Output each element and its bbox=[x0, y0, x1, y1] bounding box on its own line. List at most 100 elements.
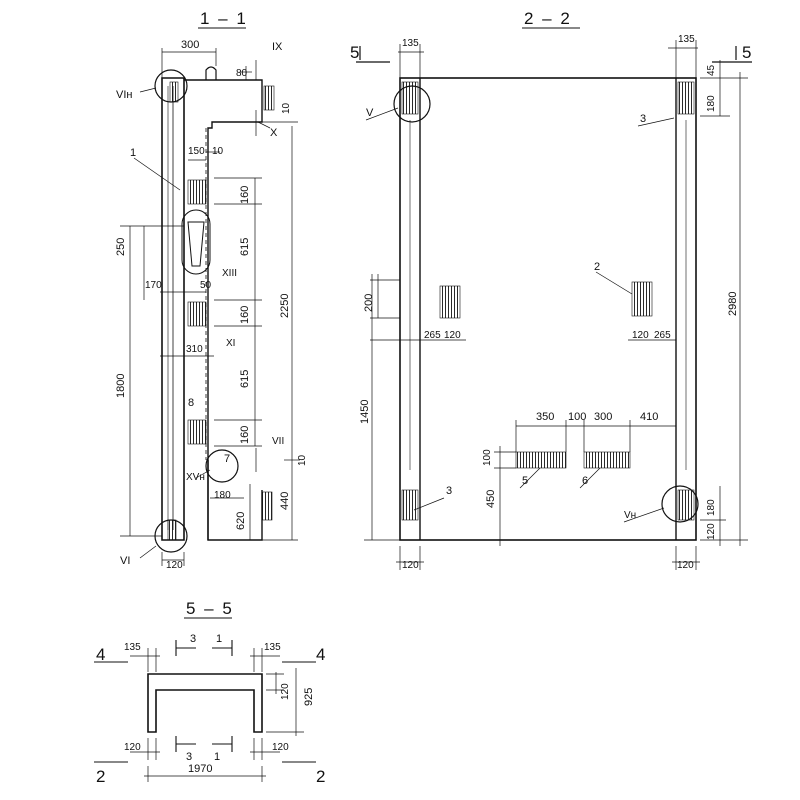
dim-100-vert: 100 bbox=[482, 449, 493, 466]
panel-outline-5-5 bbox=[147, 673, 263, 733]
dim-200: 200 bbox=[363, 294, 375, 312]
dim-410: 410 bbox=[640, 411, 658, 423]
label-3-bottom: 3 bbox=[446, 485, 452, 497]
dim-135-right: 135 bbox=[678, 34, 695, 45]
cut-5-left: 5 bbox=[350, 43, 361, 62]
embedded-plate bbox=[439, 285, 461, 319]
dim-45: 45 bbox=[706, 64, 717, 76]
panel-outline-2-2 bbox=[399, 77, 697, 541]
dim-160-c: 160 bbox=[239, 426, 251, 444]
dim-180: 180 bbox=[214, 490, 231, 501]
section-5-5-title: 5 – 5 bbox=[186, 599, 234, 618]
dim-615-b: 615 bbox=[239, 370, 251, 388]
detail-circle-7 bbox=[205, 449, 239, 483]
embedded-plate bbox=[187, 301, 207, 327]
dim-615-a: 615 bbox=[239, 238, 251, 256]
label-ix: IX bbox=[272, 41, 283, 53]
label-2: 2 bbox=[594, 261, 600, 273]
dim-180-bot: 180 bbox=[706, 499, 717, 516]
embedded-plate bbox=[169, 81, 179, 103]
cut-4-left: 4 bbox=[96, 645, 107, 664]
dim-440: 440 bbox=[279, 492, 291, 510]
embedded-plate bbox=[261, 491, 273, 521]
dim-80: 80 bbox=[236, 68, 248, 79]
embedded-plate bbox=[263, 85, 275, 111]
dim-120-right: 120 bbox=[632, 330, 649, 341]
label-v: V bbox=[366, 107, 374, 119]
detail-circle-vn bbox=[661, 485, 699, 523]
dim-120-bot: 120 bbox=[706, 523, 717, 540]
label-xvn: XVн bbox=[186, 472, 205, 483]
cut-3-top: 3 bbox=[190, 633, 196, 645]
label-5: 5 bbox=[522, 475, 528, 487]
dim-1800: 1800 bbox=[115, 374, 127, 398]
embedded-plate bbox=[677, 489, 695, 521]
dim-120: 120 bbox=[166, 560, 183, 571]
dim-120-vert-55: 120 bbox=[280, 683, 291, 700]
cut-1-bottom: 1 bbox=[214, 751, 220, 763]
dim-120-right-55: 120 bbox=[272, 742, 289, 753]
dim-300: 300 bbox=[594, 411, 612, 423]
dim-2250: 2250 bbox=[279, 294, 291, 318]
dim-310: 310 bbox=[186, 344, 203, 355]
label-vii: VII bbox=[272, 436, 284, 447]
dim-2980: 2980 bbox=[727, 292, 739, 316]
label-vin: VIн bbox=[116, 89, 132, 101]
dim-1970: 1970 bbox=[188, 763, 212, 775]
dim-160-b: 160 bbox=[239, 306, 251, 324]
label-xi: XI bbox=[226, 338, 235, 349]
label-x: X bbox=[270, 127, 278, 139]
embedded-plate bbox=[515, 451, 567, 469]
dim-180-top: 180 bbox=[706, 95, 717, 112]
embedded-plate bbox=[677, 81, 695, 115]
embedded-plate bbox=[187, 419, 207, 445]
section-2-2: 2 – 2 bbox=[350, 9, 753, 571]
cut-4-right: 4 bbox=[316, 645, 327, 664]
embedded-plate bbox=[167, 519, 177, 541]
detail-circle-v bbox=[393, 85, 431, 123]
dim-135-left-55: 135 bbox=[124, 642, 141, 653]
label-1: 1 bbox=[130, 147, 136, 159]
label-8: 8 bbox=[188, 397, 194, 409]
dim-620: 620 bbox=[235, 512, 247, 530]
embedded-plate bbox=[631, 281, 653, 317]
dim-265-left: 265 bbox=[424, 330, 441, 341]
dim-350: 350 bbox=[536, 411, 554, 423]
dim-10-top: 10 bbox=[281, 102, 292, 114]
dim-135-left: 135 bbox=[402, 38, 419, 49]
dim-120-left-55: 120 bbox=[124, 742, 141, 753]
label-vn: Vн bbox=[624, 510, 636, 521]
embedded-plate bbox=[187, 179, 207, 205]
dim-100: 100 bbox=[568, 411, 586, 423]
dim-265-right: 265 bbox=[654, 330, 671, 341]
label-7: 7 bbox=[224, 453, 230, 465]
cut-3-bottom: 3 bbox=[186, 751, 192, 763]
label-3-top: 3 bbox=[640, 113, 646, 125]
embedded-plate bbox=[401, 489, 419, 521]
dim-925: 925 bbox=[303, 688, 315, 706]
cut-2-right: 2 bbox=[316, 767, 327, 786]
section-2-2-title: 2 – 2 bbox=[524, 9, 572, 28]
dim-120-base-right: 120 bbox=[677, 560, 694, 571]
cut-1-top: 1 bbox=[216, 633, 222, 645]
cut-5-right: 5 bbox=[742, 43, 753, 62]
label-vi: VI bbox=[120, 555, 130, 567]
section-5-5: 5 – 5 bbox=[94, 599, 327, 786]
embedded-plate bbox=[401, 81, 419, 115]
label-6: 6 bbox=[582, 475, 588, 487]
dim-160-a: 160 bbox=[239, 186, 251, 204]
dim-10-mid: 10 bbox=[212, 146, 224, 157]
dim-120-base-left: 120 bbox=[402, 560, 419, 571]
dim-120-left: 120 bbox=[444, 330, 461, 341]
dim-300: 300 bbox=[181, 39, 199, 51]
section-1-1: 1 – 1 bbox=[115, 9, 308, 571]
dim-250: 250 bbox=[115, 238, 127, 256]
embedded-plate bbox=[583, 451, 631, 469]
opening-xiii bbox=[181, 209, 211, 275]
panel-outline-1-1 bbox=[161, 66, 263, 541]
label-xiii: XIII bbox=[222, 268, 237, 279]
dim-135-right-55: 135 bbox=[264, 642, 281, 653]
detail-circle-vin bbox=[154, 69, 188, 103]
